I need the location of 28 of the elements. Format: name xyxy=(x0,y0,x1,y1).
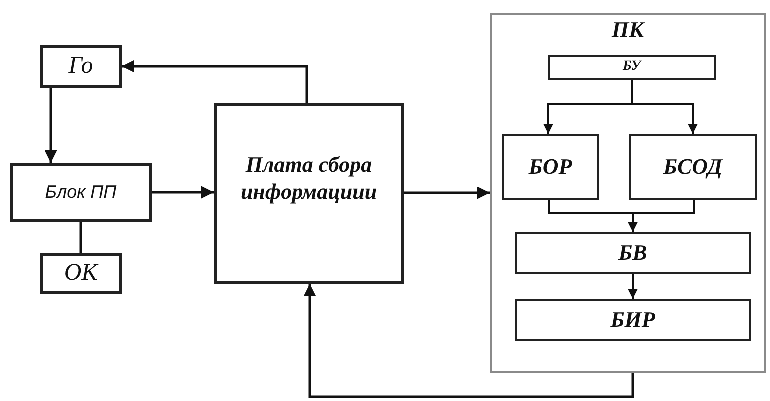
board-box xyxy=(214,103,404,284)
arrow xyxy=(631,80,698,134)
block-box xyxy=(502,134,599,200)
block-box xyxy=(515,299,751,341)
block-box xyxy=(10,163,152,222)
block-label: БСОД xyxy=(662,154,724,180)
panel-title: ПК xyxy=(612,17,644,44)
arrow xyxy=(628,274,638,299)
block-label: БИР xyxy=(610,306,656,334)
block-box xyxy=(515,232,751,274)
block-label: Плата сбора информациии xyxy=(240,152,378,205)
computer-panel xyxy=(490,13,766,373)
block-label: БВ xyxy=(618,240,648,266)
arrow xyxy=(152,186,214,199)
arrow xyxy=(628,200,695,232)
block-label: БОР xyxy=(528,154,574,180)
block-box xyxy=(40,45,122,88)
block-box xyxy=(629,134,757,200)
arrow xyxy=(122,60,308,103)
block-box xyxy=(40,253,122,294)
arrow xyxy=(304,284,634,398)
block-label: Блок ПП xyxy=(44,182,118,204)
block-label: ОК xyxy=(63,259,100,288)
block-label: БУ xyxy=(622,59,644,76)
block-box xyxy=(548,55,716,80)
arrow xyxy=(44,88,58,163)
block-label: Го xyxy=(68,52,94,81)
arrow xyxy=(404,186,490,200)
